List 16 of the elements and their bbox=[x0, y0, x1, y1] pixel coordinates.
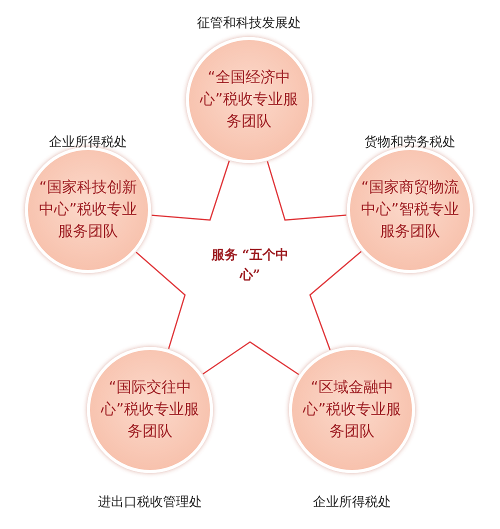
connector-line bbox=[266, 161, 346, 221]
department-label: 企业所得税处 bbox=[313, 494, 391, 511]
department-label: 征管和科技发展处 bbox=[197, 15, 301, 32]
center-label: 服务 “五个中心” bbox=[210, 247, 290, 284]
connector-line bbox=[152, 160, 230, 221]
team-name: “国家科技创新中心”税收专业服务团队 bbox=[38, 177, 138, 242]
department-label: 企业所得税处 bbox=[49, 134, 127, 151]
team-name: “全国经济中心”税收专业服务团队 bbox=[198, 67, 299, 132]
connector-line bbox=[136, 252, 186, 349]
team-name: “国际交往中心”税收专业服务团队 bbox=[100, 377, 200, 442]
department-label: 进出口税收管理处 bbox=[98, 494, 202, 511]
team-name: “国家商贸物流中心”智税专业服务团队 bbox=[360, 177, 460, 242]
team-name: “区域金融中心”税收专业服务团队 bbox=[302, 377, 402, 442]
connector-line bbox=[202, 341, 300, 376]
department-label: 货物和劳务税处 bbox=[364, 134, 456, 151]
connector-line bbox=[309, 250, 362, 350]
